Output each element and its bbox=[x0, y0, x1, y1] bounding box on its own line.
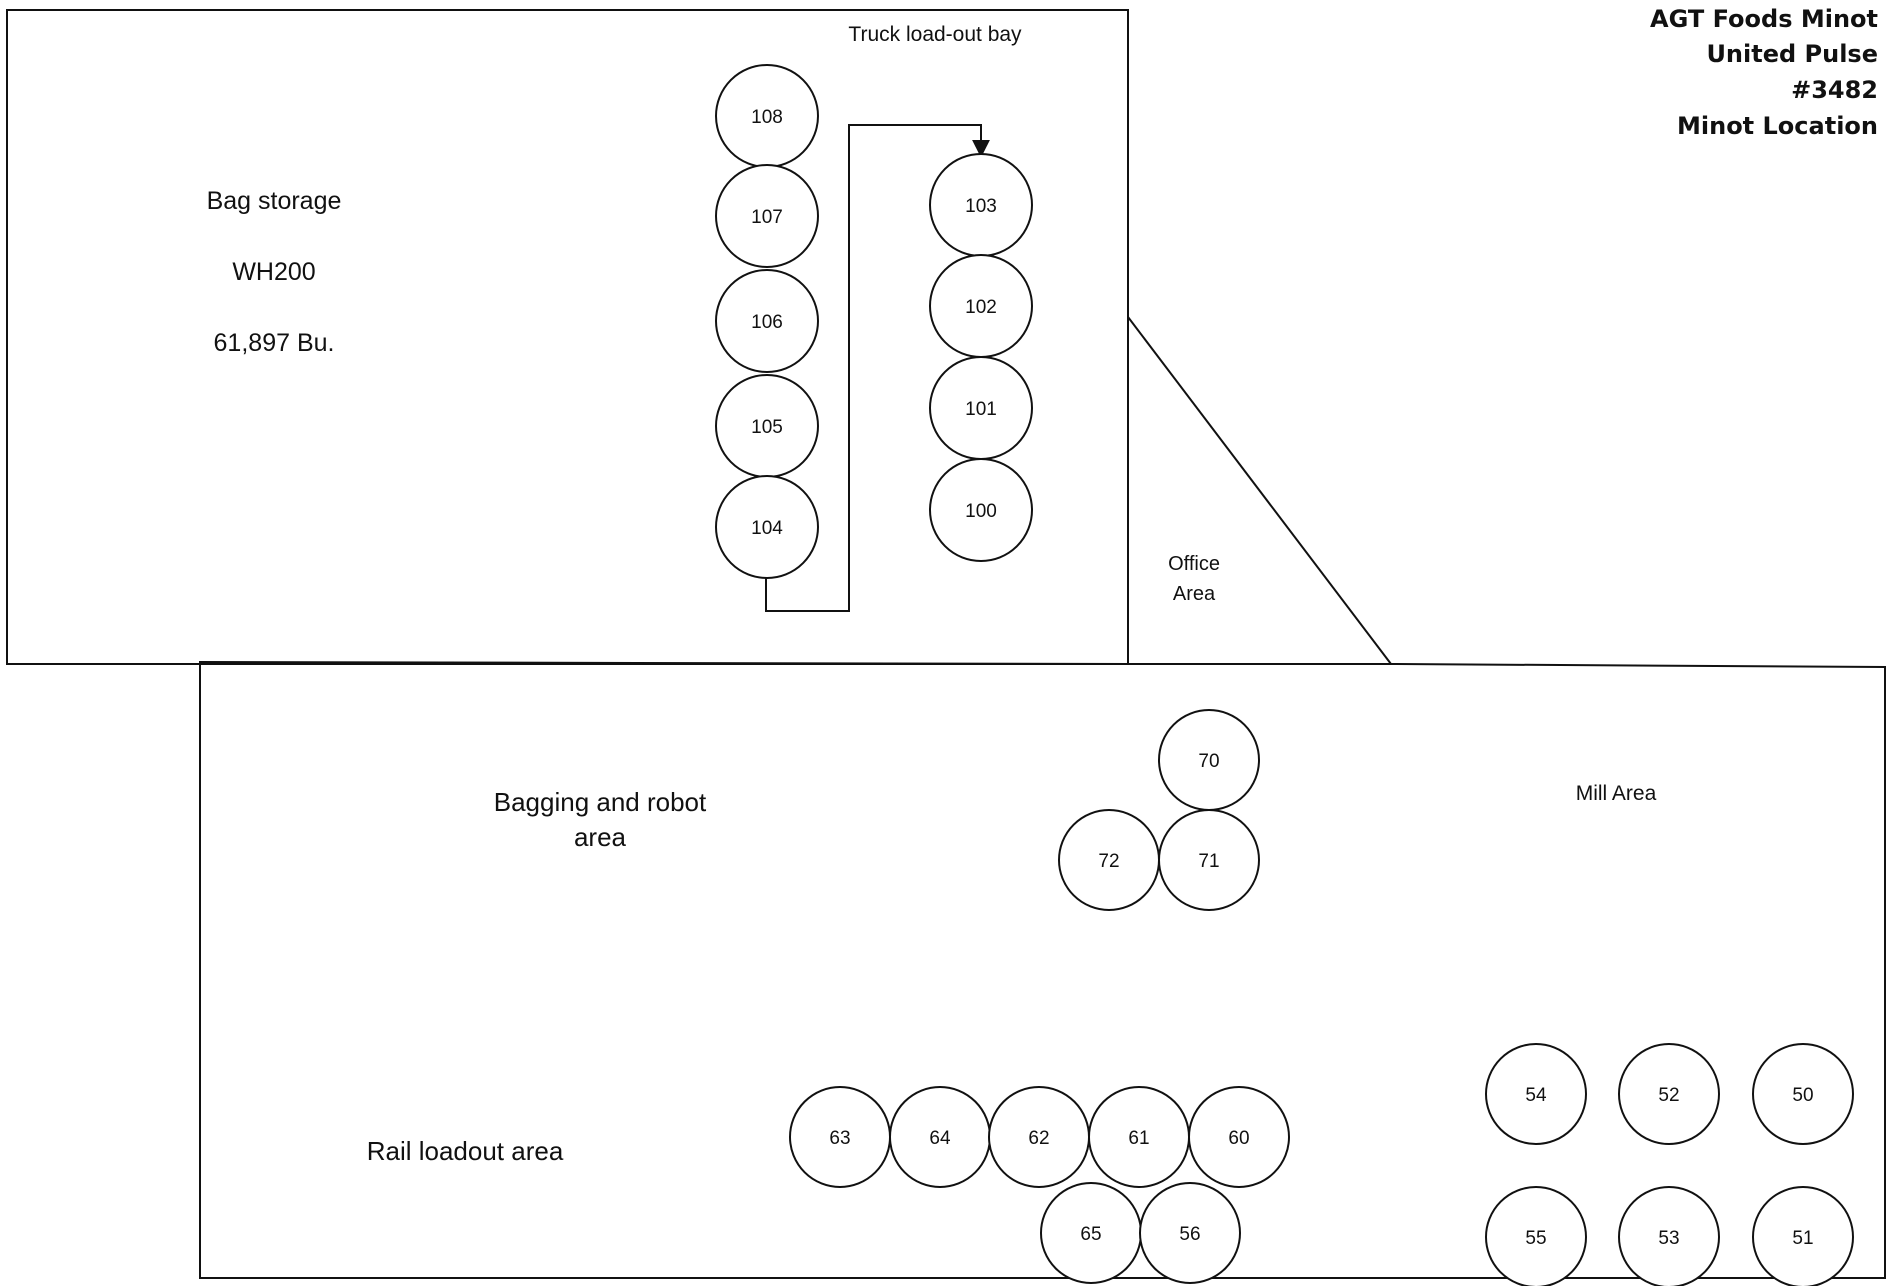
bin-107-circle bbox=[715, 164, 819, 268]
bin-62: 62 bbox=[988, 1086, 1090, 1188]
flow-arrow bbox=[765, 124, 990, 612]
bin-106-circle bbox=[715, 269, 819, 373]
bin-51: 51 bbox=[1752, 1186, 1854, 1286]
rail-loadout-label: Rail loadout area bbox=[367, 1136, 564, 1166]
warehouse-capacity-label: 61,897 Bu. bbox=[214, 329, 335, 357]
bin-52: 52 bbox=[1618, 1043, 1720, 1145]
bin-71-circle bbox=[1158, 809, 1260, 911]
bin-72: 72 bbox=[1058, 809, 1160, 911]
bin-63-label: 63 bbox=[829, 1128, 850, 1149]
facility-title: AGT Foods Minot United Pulse #3482 Minot… bbox=[1650, 5, 1878, 140]
bin-107: 107 bbox=[715, 164, 819, 268]
bin-100-circle bbox=[929, 458, 1033, 562]
bin-55: 55 bbox=[1485, 1186, 1587, 1286]
bin-53-label: 53 bbox=[1658, 1228, 1679, 1249]
bin-51-circle bbox=[1752, 1186, 1854, 1286]
bin-50-label: 50 bbox=[1792, 1085, 1813, 1106]
bin-50: 50 bbox=[1752, 1043, 1854, 1145]
bin-50-circle bbox=[1752, 1043, 1854, 1145]
bin-104: 104 bbox=[715, 475, 819, 579]
title-line-4: Minot Location bbox=[1677, 112, 1878, 140]
bin-101-label: 101 bbox=[965, 399, 997, 420]
bin-56-circle bbox=[1139, 1182, 1241, 1284]
bin-54: 54 bbox=[1485, 1043, 1587, 1145]
bin-56-label: 56 bbox=[1179, 1224, 1200, 1245]
bin-55-label: 55 bbox=[1525, 1228, 1546, 1249]
office-label-line1: Office bbox=[1168, 553, 1220, 575]
bin-56: 56 bbox=[1139, 1182, 1241, 1284]
bin-63: 63 bbox=[789, 1086, 891, 1188]
bin-70: 70 bbox=[1158, 709, 1260, 811]
office-label-line2: Area bbox=[1173, 583, 1216, 605]
bin-107-label: 107 bbox=[751, 207, 783, 228]
bin-60-circle bbox=[1188, 1086, 1290, 1188]
bin-105-label: 105 bbox=[751, 417, 783, 438]
title-line-1: AGT Foods Minot bbox=[1650, 5, 1878, 33]
bin-61: 61 bbox=[1088, 1086, 1190, 1188]
bin-54-label: 54 bbox=[1525, 1085, 1547, 1106]
bin-106: 106 bbox=[715, 269, 819, 373]
bin-52-circle bbox=[1618, 1043, 1720, 1145]
bin-105: 105 bbox=[715, 374, 819, 478]
bin-103: 103 bbox=[929, 153, 1033, 257]
bin-64-label: 64 bbox=[929, 1128, 951, 1149]
bin-100-label: 100 bbox=[965, 501, 997, 522]
bin-52-label: 52 bbox=[1658, 1085, 1679, 1106]
bin-108: 108 bbox=[715, 64, 819, 168]
bin-70-label: 70 bbox=[1198, 751, 1219, 772]
bin-53-circle bbox=[1618, 1186, 1720, 1286]
bin-64: 64 bbox=[889, 1086, 991, 1188]
bag-storage-label: Bag storage bbox=[207, 187, 342, 215]
bin-104-circle bbox=[715, 475, 819, 579]
bin-102: 102 bbox=[929, 254, 1033, 358]
bin-108-label: 108 bbox=[751, 107, 783, 128]
bin-103-label: 103 bbox=[965, 196, 997, 217]
mill-area-label: Mill Area bbox=[1576, 782, 1657, 805]
bin-62-label: 62 bbox=[1028, 1128, 1049, 1149]
title-line-2: United Pulse bbox=[1706, 40, 1878, 68]
bin-53: 53 bbox=[1618, 1186, 1720, 1286]
bin-72-label: 72 bbox=[1098, 851, 1119, 872]
warehouse-building-outline bbox=[6, 9, 1129, 665]
title-line-3: #3482 bbox=[1791, 76, 1878, 104]
bagging-area-label-line1: Bagging and robot bbox=[494, 787, 707, 817]
bin-100: 100 bbox=[929, 458, 1033, 562]
bin-71: 71 bbox=[1158, 809, 1260, 911]
bin-65-label: 65 bbox=[1080, 1224, 1101, 1245]
bin-106-label: 106 bbox=[751, 312, 783, 333]
bin-71-label: 71 bbox=[1198, 851, 1219, 872]
truck-bay-label: Truck load-out bay bbox=[848, 23, 1022, 46]
bin-60-label: 60 bbox=[1228, 1128, 1249, 1149]
bin-54-circle bbox=[1485, 1043, 1587, 1145]
bin-51-label: 51 bbox=[1792, 1228, 1813, 1249]
bin-101: 101 bbox=[929, 356, 1033, 460]
bin-61-label: 61 bbox=[1128, 1128, 1149, 1149]
bin-104-label: 104 bbox=[751, 518, 783, 539]
bin-55-circle bbox=[1485, 1186, 1587, 1286]
office-diagonal-wall bbox=[1127, 316, 1392, 665]
bin-60: 60 bbox=[1188, 1086, 1290, 1188]
bagging-area-label-line2: area bbox=[574, 822, 627, 852]
bin-65: 65 bbox=[1040, 1182, 1142, 1284]
bin-102-label: 102 bbox=[965, 297, 997, 318]
warehouse-id-label: WH200 bbox=[232, 258, 315, 286]
